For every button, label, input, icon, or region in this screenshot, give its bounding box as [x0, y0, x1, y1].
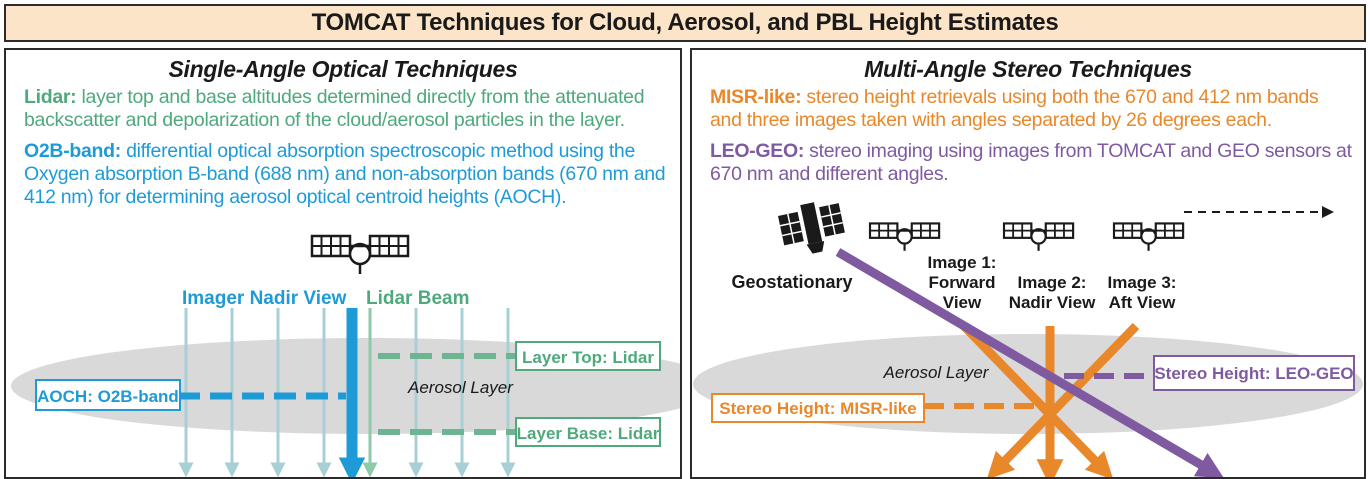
satellite-forward-icon: [868, 222, 941, 251]
misr-height-box-label: Stereo Height: MISR-like: [719, 399, 916, 418]
misr-text-line-1: stereo height retrievals using both the …: [801, 86, 1319, 108]
imager-nadir-label: Imager Nadir View: [182, 288, 347, 309]
lidar-term: Lidar:: [24, 86, 77, 108]
layer-base-box: [515, 417, 661, 447]
geostationary-satellite-icon: [778, 202, 845, 254]
layer-top-box-label: Layer Top: Lidar: [522, 348, 654, 367]
multi-angle-heading: Multi-Angle Stereo Techniques: [864, 56, 1192, 82]
o2b-text-line-1: differential optical absorption spectros…: [120, 140, 636, 162]
aerosol-layer-label: Aerosol Layer: [407, 378, 514, 397]
multi-angle-diagram: Geostationary Image 1: Forward View Imag…: [693, 202, 1363, 477]
misr-description: MISR-like: stereo height retrievals usin…: [710, 86, 1319, 132]
leogeo-height-box: [1153, 355, 1355, 391]
image2-label-line-1: Image 2:: [1018, 273, 1087, 292]
leogeo-height-box-label: Stereo Height: LEO-GEO: [1154, 364, 1353, 383]
o2b-text-line-3: 412 nm) for determining aerosol optical …: [24, 186, 567, 208]
image3-label-line-1: Image 3:: [1108, 273, 1177, 292]
imager-view-arrows: [178, 308, 516, 477]
misr-height-box: [711, 393, 925, 423]
image1-label-line-1: Image 1:: [928, 253, 997, 272]
figure-title: TOMCAT Techniques for Cloud, Aerosol, an…: [4, 4, 1366, 42]
misr-term: MISR-like:: [710, 86, 802, 108]
misr-text-line-2: and three images taken with angles separ…: [710, 109, 1272, 131]
lidar-text-line-2: backscatter and depolarization of the cl…: [24, 109, 625, 131]
aerosol-layer-label: Aerosol Layer: [883, 363, 990, 382]
image1-label-line-2: Forward: [928, 273, 995, 292]
misr-view-arrows: [960, 322, 1140, 477]
o2b-term: O2B-band:: [24, 140, 121, 162]
multi-angle-panel: Multi-Angle Stereo Techniques MISR-like:…: [690, 48, 1366, 479]
lidar-beam-label: Lidar Beam: [366, 288, 469, 309]
satellite-nadir-icon: [1002, 222, 1075, 251]
aoch-box: [35, 379, 181, 411]
satellite-aft-icon: [1112, 222, 1185, 251]
o2b-text-line-2: Oxygen absorption B-band (688 nm) and no…: [24, 163, 666, 185]
image2-label-line-2: Nadir View: [1009, 293, 1096, 312]
aoch-box-label: AOCH: O2B-band: [37, 387, 179, 406]
o2b-description: O2B-band: differential optical absorptio…: [24, 140, 666, 209]
satellite-icon: [310, 234, 410, 274]
lidar-text-line-1: layer top and base altitudes determined …: [76, 86, 645, 108]
single-angle-panel: Single-Angle Optical Techniques Lidar: l…: [4, 48, 682, 479]
single-angle-heading: Single-Angle Optical Techniques: [168, 56, 518, 82]
lidar-description: Lidar: layer top and base altitudes dete…: [24, 86, 645, 132]
leogeo-text-line-1: stereo imaging using images from TOMCAT …: [804, 140, 1352, 162]
layer-base-box-label: Layer Base: Lidar: [517, 424, 660, 443]
leogeo-term: LEO-GEO:: [710, 140, 805, 162]
single-angle-diagram: Imager Nadir View Lidar Beam Aerosol Lay…: [11, 234, 680, 477]
leogeo-text-line-2: 670 nm and different angles.: [710, 163, 949, 185]
image1-label-line-3: View: [943, 293, 982, 312]
leogeo-description: LEO-GEO: stereo imaging using images fro…: [710, 140, 1352, 186]
layer-top-box: [515, 341, 661, 371]
geostationary-label: Geostationary: [731, 272, 852, 292]
image3-label-line-2: Aft View: [1109, 293, 1177, 312]
leogeo-view-arrow: [835, 248, 1224, 477]
